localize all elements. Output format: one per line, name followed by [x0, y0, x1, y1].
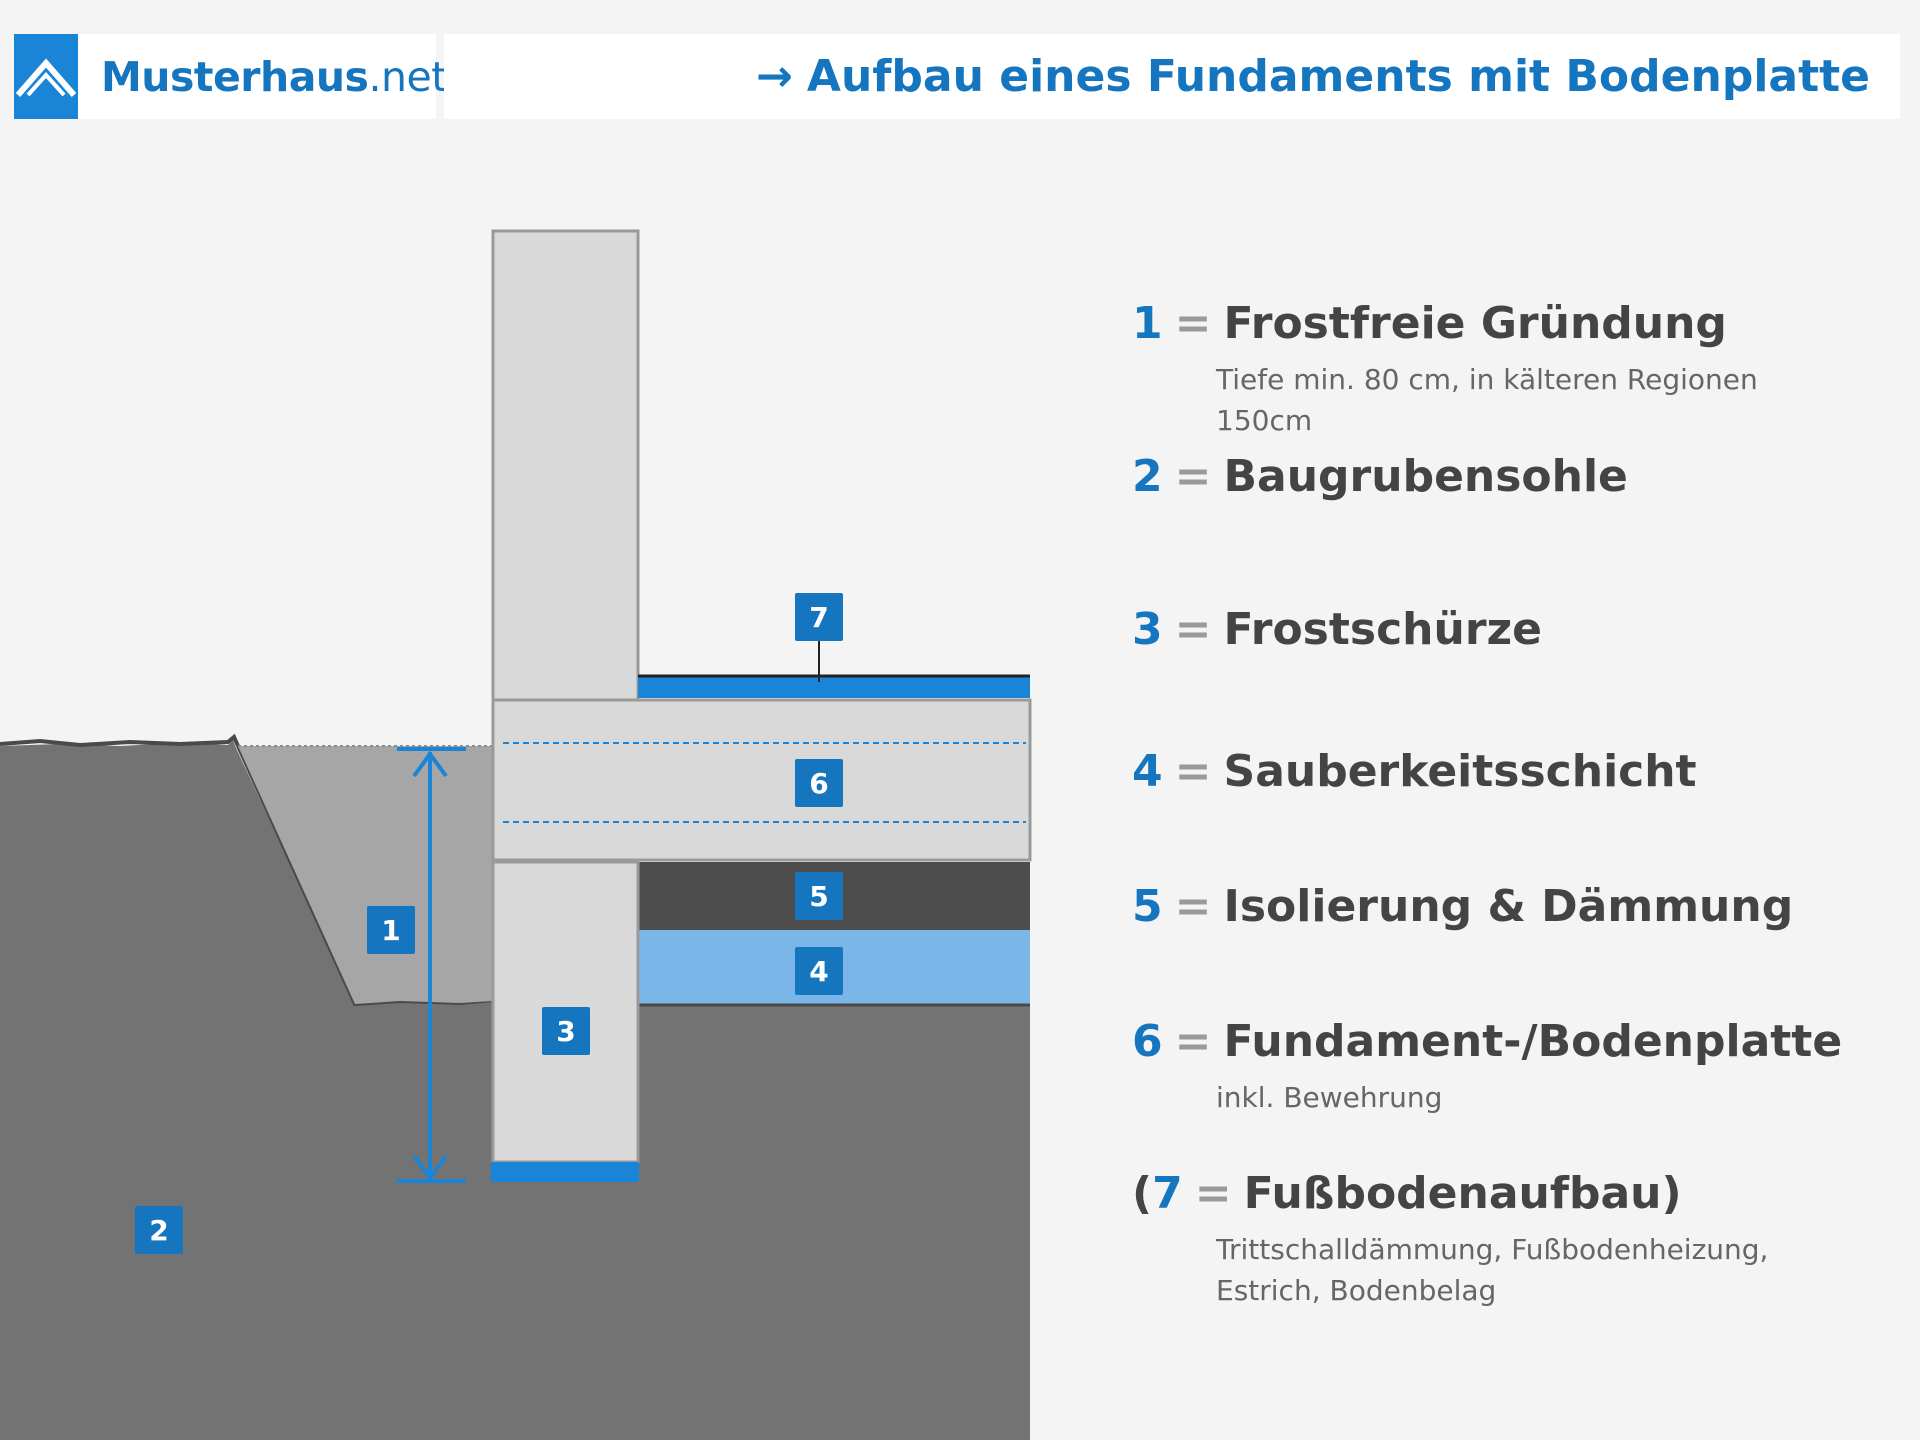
legend-sub: Tiefe min. 80 cm, in kälteren Regionen 1…	[1216, 363, 1758, 437]
arrow-right-icon: →	[756, 51, 793, 102]
legend-item-1: 1=Frostfreie Gründung Tiefe min. 80 cm, …	[1132, 302, 1856, 441]
svg-text:7: 7	[809, 601, 828, 634]
legend-eq: =	[1174, 1016, 1212, 1067]
legend-num: 6	[1132, 1016, 1163, 1067]
badge-3: 3	[542, 1007, 590, 1055]
frost-apron-base	[491, 1162, 639, 1182]
legend-item-7: (7=Fußbodenaufbau) Trittschalldämmung, F…	[1132, 1172, 1856, 1311]
legend-eq: =	[1174, 451, 1212, 502]
logo-text: Musterhaus.net	[101, 53, 447, 101]
legend-eq: =	[1174, 298, 1212, 349]
legend-item-5: 5=Isolierung & Dämmung	[1132, 885, 1793, 929]
legend-label: Fundament-/Bodenplatte	[1223, 1016, 1843, 1067]
wall	[491, 229, 640, 703]
legend-num: 2	[1132, 451, 1163, 502]
foundation-slab	[491, 698, 1032, 862]
page-title: Aufbau eines Fundaments mit Bodenplatte	[806, 51, 1870, 102]
legend-eq: =	[1174, 746, 1212, 797]
legend-item-2: 2=Baugrubensohle	[1132, 455, 1628, 499]
legend-num: 4	[1132, 746, 1163, 797]
floor-buildup-layer	[638, 676, 1030, 698]
badge-2: 2	[135, 1206, 183, 1254]
svg-text:2: 2	[149, 1214, 168, 1247]
svg-text:6: 6	[809, 767, 828, 800]
legend-sub: Trittschalldämmung, Fußbodenheizung, Est…	[1216, 1233, 1769, 1307]
legend-num: 5	[1132, 881, 1163, 932]
legend-label: Frostschürze	[1223, 604, 1542, 655]
legend-sub: inkl. Bewehrung	[1216, 1081, 1443, 1114]
legend-label: Baugrubensohle	[1223, 451, 1628, 502]
legend-item-3: 3=Frostschürze	[1132, 608, 1542, 652]
legend-num: 3	[1132, 604, 1163, 655]
logo-suffix: .net	[368, 52, 447, 101]
svg-text:3: 3	[556, 1015, 575, 1048]
legend-eq: =	[1174, 604, 1212, 655]
legend-label: Sauberkeitsschicht	[1223, 746, 1697, 797]
dimension-arrowhead-top	[412, 750, 448, 778]
legend-paren-open: (	[1132, 1168, 1153, 1219]
badge-6: 6	[795, 759, 843, 807]
house-roof-icon	[14, 34, 78, 119]
badge-5: 5	[795, 872, 843, 920]
legend-num: 7	[1152, 1168, 1183, 1219]
badge-7: 7	[795, 593, 843, 641]
legend-label: Fußbodenaufbau	[1243, 1168, 1662, 1219]
legend-paren-close: )	[1661, 1168, 1682, 1219]
logo[interactable]: Musterhaus.net	[14, 34, 447, 119]
legend-eq: =	[1174, 881, 1212, 932]
logo-name: Musterhaus	[101, 52, 369, 101]
svg-text:5: 5	[809, 880, 828, 913]
legend-label: Isolierung & Dämmung	[1223, 881, 1794, 932]
legend-item-6: 6=Fundament-/Bodenplatte inkl. Bewehrung	[1132, 1020, 1856, 1119]
legend-eq: =	[1194, 1168, 1232, 1219]
legend-num: 1	[1132, 298, 1163, 349]
badge-1: 1	[367, 906, 415, 954]
soil-surface-edge	[0, 733, 240, 748]
svg-text:4: 4	[809, 955, 828, 988]
dimension-arrowhead-bottom	[412, 1154, 448, 1182]
badge-4: 4	[795, 947, 843, 995]
svg-text:1: 1	[381, 914, 400, 947]
legend-item-4: 4=Sauberkeitsschicht	[1132, 750, 1697, 794]
legend-label: Frostfreie Gründung	[1223, 298, 1727, 349]
title-bar: → Aufbau eines Fundaments mit Bodenplatt…	[444, 34, 1900, 119]
